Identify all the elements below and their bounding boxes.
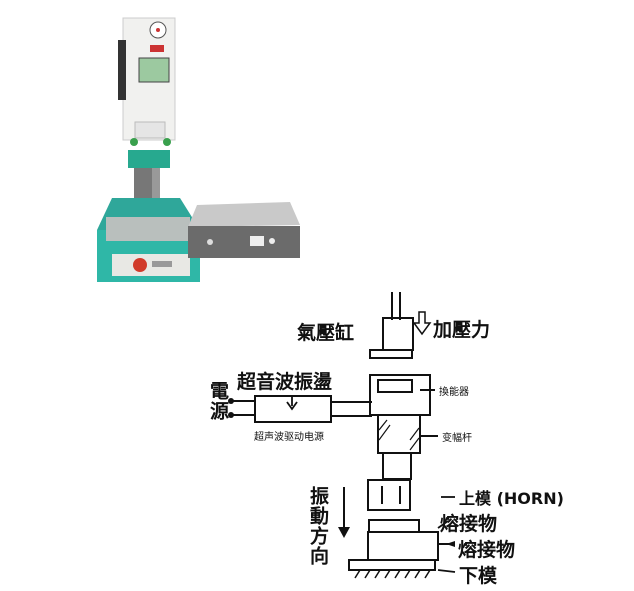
label-lower-mold: 下模 — [459, 565, 498, 587]
lower-mold — [348, 559, 436, 571]
signal-arrow-icon — [286, 396, 298, 411]
label-air-cylinder: 氣壓缸 — [297, 322, 355, 344]
power-terminal-icon — [228, 412, 234, 418]
horn — [367, 479, 411, 511]
machine-photo — [97, 17, 300, 282]
air-cylinder — [382, 317, 414, 351]
workpiece-lower — [367, 531, 439, 561]
label-weld-lower: 熔接物 — [458, 539, 516, 561]
workpiece-upper — [368, 519, 420, 533]
machine-worktable — [106, 217, 190, 241]
cylinder-flange — [369, 349, 413, 359]
driver-box — [254, 395, 332, 423]
booster — [377, 414, 421, 454]
label-transducer: 換能器 — [439, 387, 469, 398]
label-weld-upper: 熔接物 — [440, 513, 498, 535]
machine-display-screen — [138, 57, 170, 83]
power-terminal-icon — [228, 398, 234, 404]
label-ultrasonic-oscillation: 超音波振盪 — [237, 371, 333, 393]
label-booster: 变幅杆 — [442, 433, 472, 444]
label-pressure: 加壓力 — [433, 319, 491, 341]
vibration-arrow-icon — [338, 527, 350, 538]
machine-front-panel — [112, 254, 190, 276]
label-power-source: 電源 — [207, 381, 229, 421]
label-driver: 超声波驱动电源 — [254, 432, 324, 443]
pressure-arrow-icon — [412, 311, 432, 336]
generator-box — [188, 226, 300, 258]
label-vibration-direction: 振動方向 — [307, 486, 329, 566]
generator-box-top — [188, 202, 300, 227]
label-horn: 上模 (HORN) — [459, 489, 564, 508]
emergency-stop-icon — [133, 258, 147, 272]
